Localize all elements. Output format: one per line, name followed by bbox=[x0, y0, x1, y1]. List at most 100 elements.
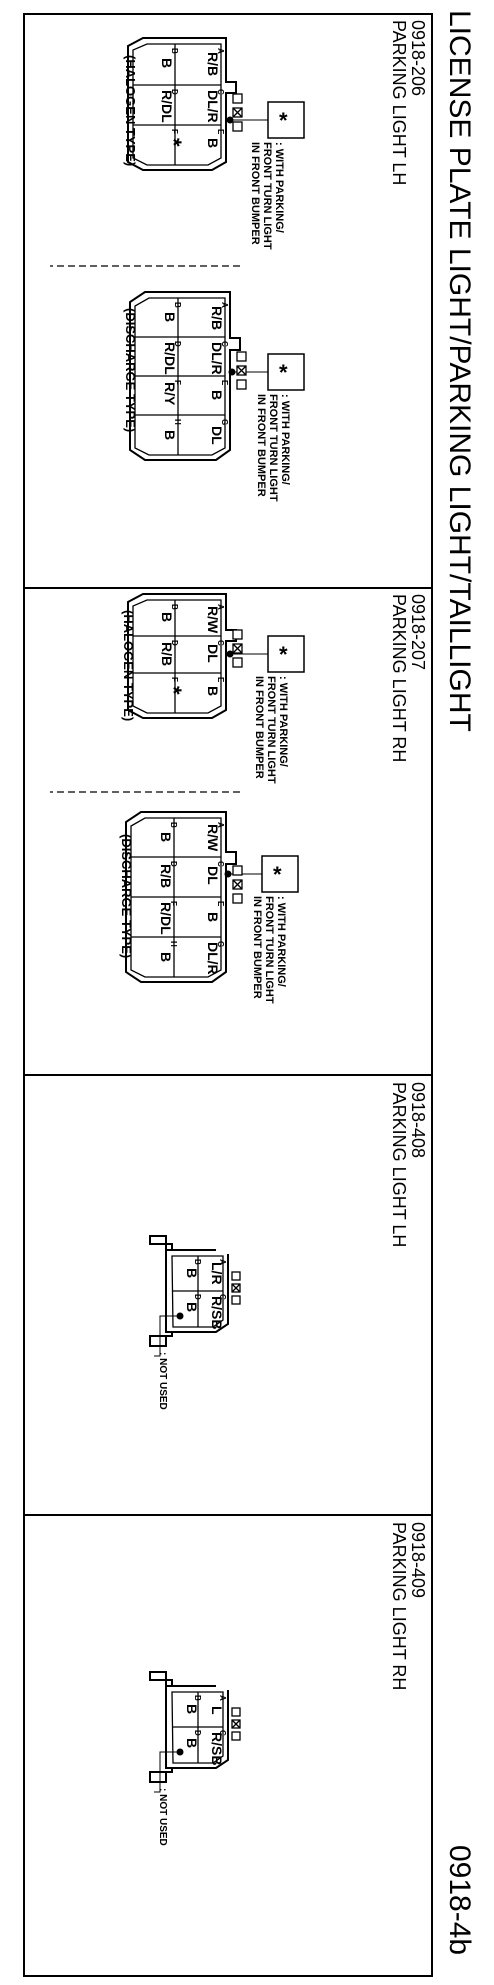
not-used-label: : NOT USED bbox=[157, 1352, 168, 1410]
pin-wire: R/DL bbox=[158, 902, 174, 935]
pin-letter: G bbox=[220, 419, 229, 425]
connector-name: PARKING LIGHT RH bbox=[389, 594, 409, 762]
pin-wire: R/DL bbox=[159, 90, 175, 123]
pin-letter: A bbox=[216, 48, 225, 54]
pin-wire: R/DL bbox=[162, 342, 178, 375]
pin-letter: E bbox=[220, 380, 229, 386]
connector-section-0918-206: 0918-206 PARKING LIGHT LH * : WITH PARKI… bbox=[50, 20, 428, 502]
ground-terminal-dot bbox=[226, 650, 234, 658]
pin-wire: B bbox=[159, 612, 175, 622]
pin-letter: F bbox=[170, 677, 179, 682]
pin-wire: DL/R bbox=[205, 90, 221, 123]
pin-letter: G bbox=[216, 941, 225, 947]
pin-wire: B bbox=[159, 58, 175, 68]
note-line: FRONT TURN LIGHT bbox=[263, 896, 275, 1004]
discharge-connector: * : WITH PARKING/ FRONT TURN LIGHT IN FR… bbox=[123, 291, 305, 502]
note-line: : WITH PARKING/ bbox=[275, 896, 287, 987]
connector-outline bbox=[149, 1235, 229, 1347]
latch-squares bbox=[236, 351, 247, 390]
type-label: (DISCHARGE TYPE) bbox=[119, 834, 134, 958]
connector-name: PARKING LIGHT LH bbox=[389, 20, 409, 185]
not-used-label: : NOT USED bbox=[157, 1788, 168, 1846]
pin-wire: R/SB bbox=[209, 1732, 225, 1765]
pin-wire: B bbox=[158, 832, 174, 842]
connector-code: 0918-408 bbox=[408, 1082, 428, 1158]
connector-inner bbox=[171, 1255, 224, 1328]
pin-letter: A bbox=[216, 822, 225, 828]
pin-wire: B bbox=[158, 952, 174, 962]
latch-squares bbox=[231, 1707, 241, 1741]
pin-labels: A R/B B B C DL/R D R/DL E B F * bbox=[159, 48, 225, 148]
pin-letter: D bbox=[173, 341, 182, 347]
halogen-connector: * : WITH PARKING/ FRONT TURN LIGHT IN FR… bbox=[121, 593, 305, 784]
connector-section-0918-409: 0918-409 PARKING LIGHT RH A L B B C R/SB… bbox=[149, 1522, 428, 1846]
latch-squares bbox=[232, 629, 243, 668]
connector-outline bbox=[127, 37, 237, 171]
pin-letter: D bbox=[193, 1730, 202, 1736]
pin-wire: R/B bbox=[159, 642, 175, 666]
outer-frame bbox=[23, 13, 433, 1977]
pin-letter: B bbox=[173, 302, 182, 308]
note-star: * bbox=[273, 862, 282, 887]
type-label: (HALOGEN TYPE) bbox=[123, 55, 138, 166]
pin-letter: H bbox=[169, 941, 178, 947]
pin-letter: H bbox=[173, 419, 182, 425]
connector-name: PARKING LIGHT LH bbox=[389, 1082, 409, 1247]
pin-labels: A R/W B B C DL D R/B E B F R/DL G DL/R H… bbox=[158, 822, 225, 975]
pin-letter: B bbox=[193, 1259, 202, 1265]
pin-letter: B bbox=[170, 604, 179, 610]
pin-labels: A R/B B B C DL/R D R/DL E B F R/Y G DL H… bbox=[162, 302, 229, 445]
pin-wire: * bbox=[161, 138, 186, 147]
pin-letter: B bbox=[193, 1695, 202, 1701]
ground-terminal-dot bbox=[228, 368, 236, 376]
pin-wire: B bbox=[184, 1268, 200, 1278]
not-used-leader bbox=[154, 1751, 180, 1793]
note-line: IN FRONT BUMPER bbox=[251, 896, 263, 999]
pin-wire: R/W bbox=[205, 824, 221, 852]
pin-wire: DL bbox=[205, 866, 221, 885]
pin-wire: R/B bbox=[158, 864, 174, 888]
pin-wire: B bbox=[162, 312, 178, 322]
connector-inner bbox=[132, 43, 222, 166]
pin-wire: B bbox=[162, 430, 178, 440]
type-label: (HALOGEN TYPE) bbox=[121, 610, 136, 721]
pin-wire: R/W bbox=[205, 606, 221, 634]
discharge-connector: * : WITH PARKING/ FRONT TURN LIGHT IN FR… bbox=[119, 811, 299, 1004]
note-line: : WITH PARKING/ bbox=[279, 394, 291, 485]
pin-wire: DL bbox=[205, 644, 221, 663]
pin-wire: R/B bbox=[205, 52, 221, 76]
pin-wire: B bbox=[184, 1302, 200, 1312]
pin-wire: B bbox=[184, 1704, 200, 1714]
pin-wire: B bbox=[205, 138, 221, 148]
note-line: FRONT TURN LIGHT bbox=[265, 676, 277, 784]
note-star: * bbox=[279, 108, 288, 133]
pin-wire: DL/R bbox=[209, 342, 225, 375]
pin-letter: C bbox=[220, 341, 229, 347]
latch-squares bbox=[231, 1271, 241, 1305]
pin-wire: R/Y bbox=[162, 382, 178, 406]
pin-letter: C bbox=[216, 861, 225, 867]
pin-letter: C bbox=[218, 1730, 227, 1736]
pin-letter: B bbox=[169, 822, 178, 828]
note-line: : WITH PARKING/ bbox=[273, 142, 285, 233]
pin-wire: R/SB bbox=[209, 1296, 225, 1329]
pin-letter: A bbox=[218, 1695, 227, 1701]
ground-terminal-dot bbox=[224, 870, 232, 878]
pin-letter: F bbox=[173, 380, 182, 385]
pin-letter: E bbox=[216, 677, 225, 683]
pin-wire: * bbox=[161, 686, 186, 695]
connector-code: 0918-409 bbox=[408, 1522, 428, 1598]
pin-wire: B bbox=[184, 1738, 200, 1748]
connector-outline bbox=[149, 1671, 229, 1783]
connector-code: 0918-206 bbox=[408, 20, 428, 96]
pin-letter: D bbox=[170, 640, 179, 646]
pin-letter: E bbox=[216, 901, 225, 907]
note-line: FRONT TURN LIGHT bbox=[261, 142, 273, 250]
connector-section-0918-408: 0918-408 PARKING LIGHT LH A L/R B B C R/… bbox=[149, 1082, 428, 1410]
latch-squares bbox=[232, 93, 243, 132]
connector-section-0918-207: 0918-207 PARKING LIGHT RH * : WITH PARKI… bbox=[50, 593, 428, 1004]
note-line: IN FRONT BUMPER bbox=[253, 676, 265, 779]
pin-letter: F bbox=[170, 129, 179, 134]
pin-letter: B bbox=[170, 48, 179, 54]
note-star: * bbox=[279, 642, 288, 667]
